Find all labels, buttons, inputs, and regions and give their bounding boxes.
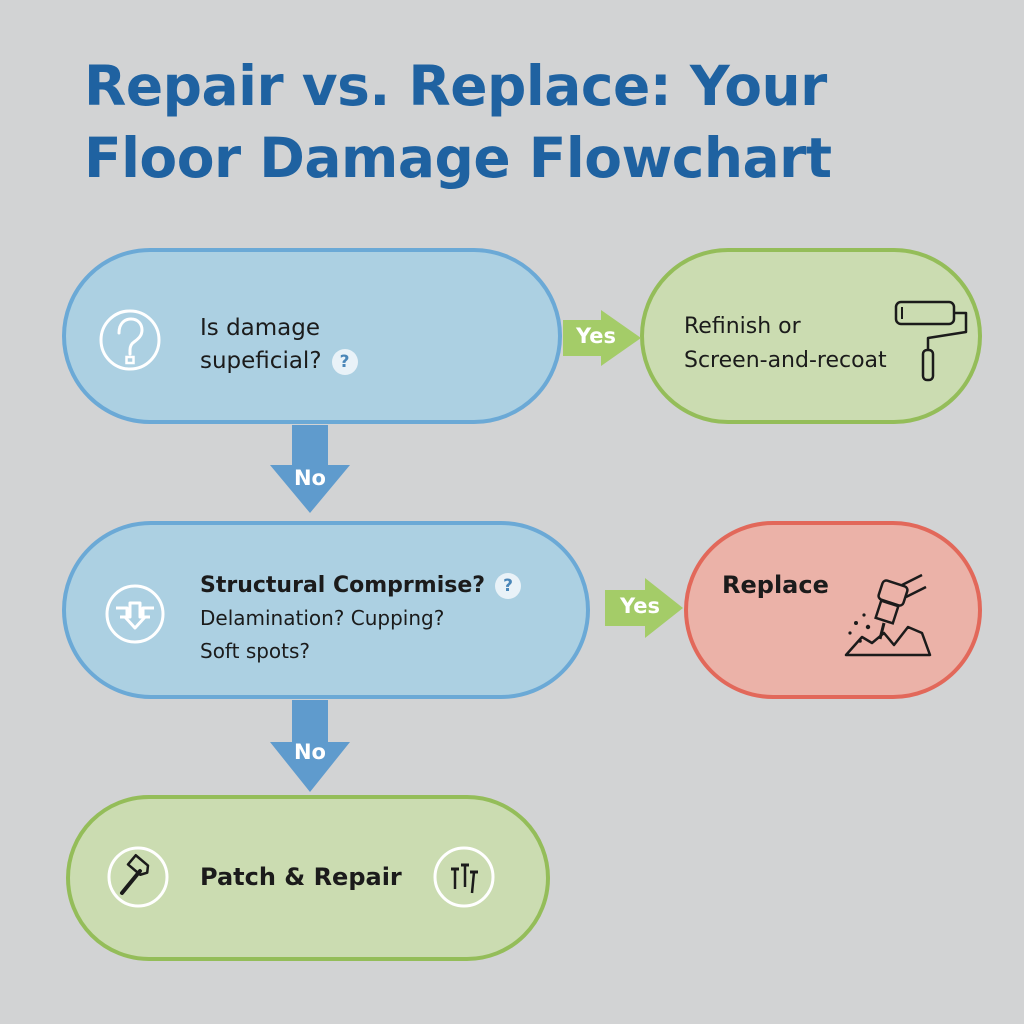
yes-arrow-1: [563, 310, 641, 366]
yes-label-2: Yes: [619, 594, 661, 618]
yes-arrow-2: [605, 578, 683, 638]
q2-text-line-2: Delamination? Cupping?: [200, 606, 445, 630]
q2-title: Structural Comprmise?: [200, 573, 486, 598]
q1-text-line-2: supeficial?: [200, 348, 322, 374]
replace-result-node: Replace: [684, 521, 982, 699]
no-label-2: No: [293, 740, 326, 764]
r2-label: Replace: [722, 571, 829, 599]
question-circle-icon: [99, 309, 161, 371]
yes-label-1: Yes: [575, 324, 617, 348]
no-arrow-2: [270, 700, 350, 792]
q2-text-line-3: Soft spots?: [200, 639, 311, 663]
r1-text-line-2: Screen-and-recoat: [684, 348, 887, 373]
refinish-result-node: Refinish or Screen-and-recoat: [640, 248, 982, 424]
title-line-1: Repair vs. Replace: Your: [84, 54, 827, 118]
q1-text-line-1: Is damage: [200, 315, 321, 341]
structure-down-arrow-icon: [105, 584, 165, 644]
help-badge-icon: ?: [495, 573, 522, 599]
superficial-damage-question-node: Is damage supeficial??: [62, 248, 562, 424]
structural-compromise-question-node: Structural Comprmise?? Delamination? Cup…: [62, 521, 590, 699]
paint-roller-icon: [894, 300, 968, 382]
page-title: Repair vs. Replace: Your Floor Damage Fl…: [84, 50, 984, 194]
r1-text-line-1: Refinish or: [684, 314, 801, 339]
help-badge-icon: ?: [331, 348, 358, 375]
title-line-2: Floor Damage Flowchart: [84, 126, 832, 190]
nails-icon: [433, 846, 495, 908]
jackhammer-icon: [844, 573, 932, 657]
r3-label: Patch & Repair: [200, 863, 402, 891]
no-label-1: No: [293, 466, 326, 490]
hammer-icon: [107, 846, 169, 908]
no-arrow-1: [270, 425, 350, 513]
patch-repair-result-node: Patch & Repair: [66, 795, 550, 961]
